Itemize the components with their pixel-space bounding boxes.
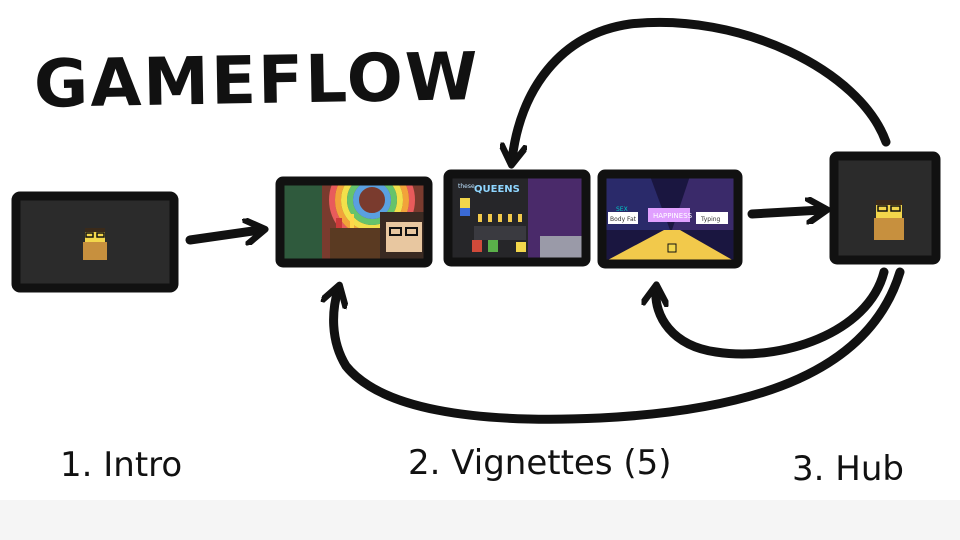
vignettes-to-hub-arrow <box>747 210 822 214</box>
stage-label-vignettes: 2. Vignettes (5) <box>408 443 672 483</box>
hub-to-vignette-bottom-arrow <box>656 267 889 359</box>
vignette-queens-screen: these QUEENS <box>443 169 591 267</box>
typing-sign: Typing <box>700 216 721 223</box>
stage-label-intro: 1. Intro <box>60 445 183 485</box>
queens-sign-small: these <box>458 183 475 190</box>
stage-label-hub: 3. Hub <box>792 449 904 489</box>
vignette-classroom-screen <box>275 176 433 268</box>
body-fat-sign: Body Fat <box>610 216 637 223</box>
intro-screen <box>11 191 179 293</box>
happiness-sign: HAPPINESS <box>653 212 693 220</box>
vignette-happiness-screen: HAPPINESS Body Fat SEX Typing <box>597 169 743 269</box>
hub-screen <box>829 151 941 265</box>
player-character-icon <box>874 200 904 240</box>
slide: GAMEFLOW <box>11 18 941 489</box>
gameflow-diagram: these QUEENS <box>11 18 941 424</box>
hub-to-vignette-top-arrow <box>512 18 891 160</box>
sex-sign: SEX <box>616 206 628 213</box>
hub-to-first-vignette-arrow <box>334 267 905 424</box>
player-character-icon <box>83 228 107 260</box>
queens-sign: QUEENS <box>474 184 520 195</box>
footer-bar <box>0 500 960 540</box>
intro-to-vignettes-arrow <box>185 230 260 240</box>
